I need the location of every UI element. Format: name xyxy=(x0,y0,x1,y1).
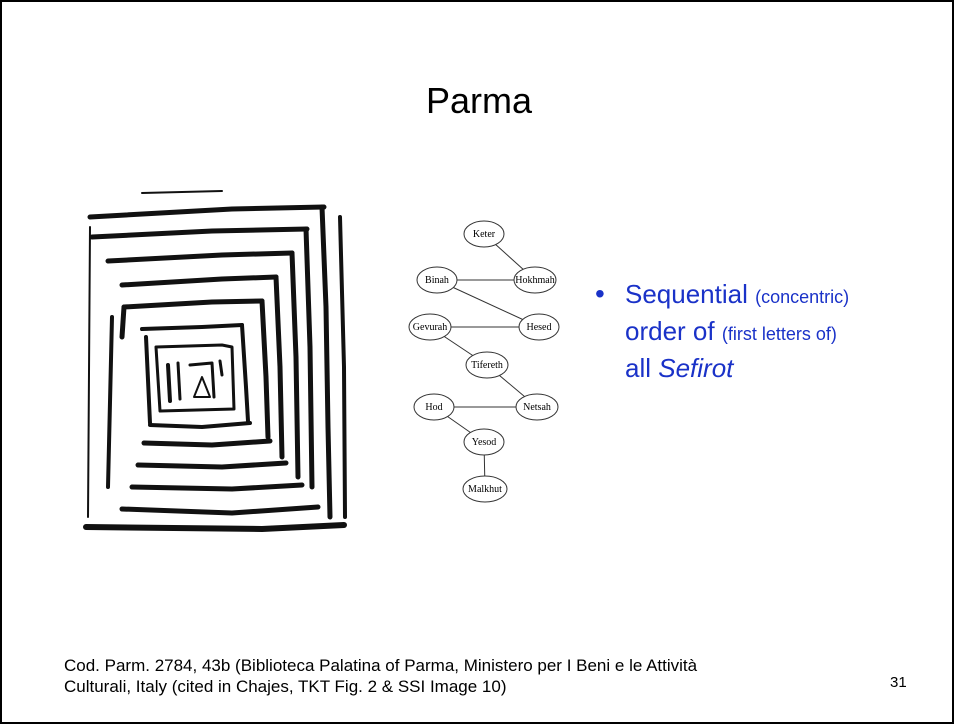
node-label-binah: Binah xyxy=(425,275,449,286)
node-tifereth xyxy=(465,351,509,379)
citation-footer: Cod. Parm. 2784, 43b (Biblioteca Palatin… xyxy=(64,655,864,697)
page-number: 31 xyxy=(890,674,907,691)
bullet-paren-first-letters: (first letters of) xyxy=(721,324,837,344)
node-label-hod: Hod xyxy=(425,402,442,413)
node-label-netsah: Netsah xyxy=(523,402,551,413)
citation-line-2: Culturali, Italy (cited in Chajes, TKT F… xyxy=(64,677,507,696)
edge-binah-hesed xyxy=(436,279,540,328)
bullet-word-sequential: Sequential xyxy=(625,279,748,309)
node-label-yesod: Yesod xyxy=(472,437,497,448)
node-hesed xyxy=(518,313,560,341)
node-label-malkhut: Malkhut xyxy=(468,484,502,495)
citation-line-1: Cod. Parm. 2784, 43b (Biblioteca Palatin… xyxy=(64,656,698,675)
node-label-keter: Keter xyxy=(473,229,496,240)
node-yesod xyxy=(463,428,505,456)
bullet-paren-concentric: (concentric) xyxy=(755,287,850,307)
node-keter xyxy=(463,220,505,248)
node-label-gevurah: Gevurah xyxy=(413,322,447,333)
bullet-word-all: all xyxy=(625,353,652,383)
bullet-word-sefirot: Sefirot xyxy=(658,353,734,383)
node-label-hokhmah: Hokhmah xyxy=(515,275,554,286)
node-label-tifereth: Tifereth xyxy=(471,360,503,371)
node-netsah xyxy=(515,393,559,421)
node-gevurah xyxy=(408,313,452,341)
sefirot-tree-diagram: Keter Hokhmah Binah Hesed Gevurah Tifere… xyxy=(408,220,560,503)
bullet-dot-icon: • xyxy=(595,278,605,309)
node-binah xyxy=(416,266,458,294)
node-hod xyxy=(413,393,455,421)
node-hokhmah xyxy=(513,266,557,294)
bullet-text: Sequential (concentric) order of (first … xyxy=(625,277,945,385)
slide-title: Parma xyxy=(425,80,533,121)
manuscript-concentric-drawing xyxy=(83,190,347,532)
node-malkhut xyxy=(462,475,508,503)
node-label-hesed: Hesed xyxy=(527,322,552,333)
bullet-point: • Sequential (concentric) order of (firs… xyxy=(595,277,945,385)
bullet-word-order-of: order of xyxy=(625,316,715,346)
